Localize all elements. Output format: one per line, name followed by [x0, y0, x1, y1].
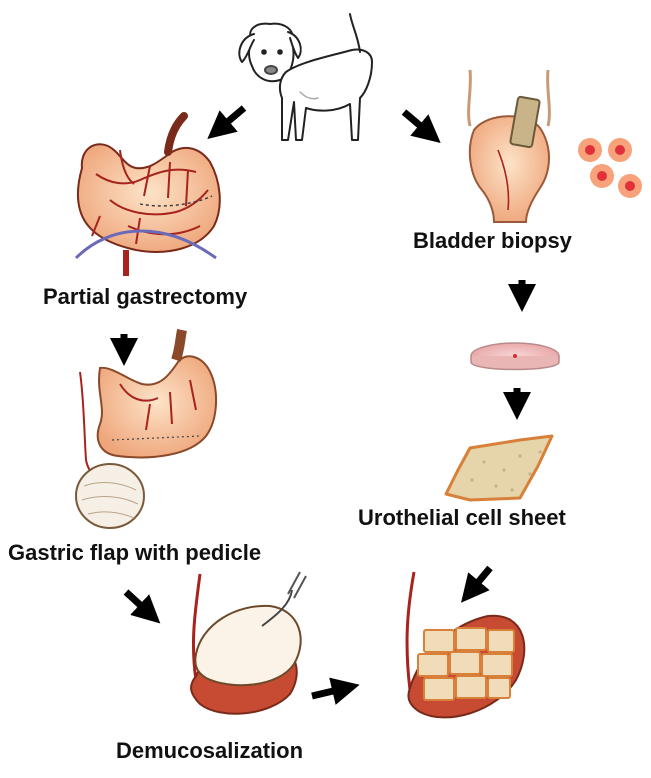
- dog-illustration: [239, 14, 372, 140]
- arrow-dog-to-bladder: [404, 112, 430, 134]
- arrow-sheet-to-graft: [470, 568, 490, 592]
- label-urothelial-cell-sheet: Urothelial cell sheet: [358, 505, 566, 531]
- final-graft-illustration: [407, 572, 524, 717]
- bladder-illustration: [469, 70, 550, 222]
- label-gastric-flap: Gastric flap with pedicle: [8, 540, 261, 566]
- label-partial-gastrectomy: Partial gastrectomy: [43, 284, 247, 310]
- urothelial-cells: [578, 138, 642, 198]
- cell: [618, 174, 642, 198]
- cell: [578, 138, 602, 162]
- culture-dish: [471, 343, 559, 370]
- arrow-dog-to-stomach: [218, 108, 244, 130]
- cell: [608, 138, 632, 162]
- arrow-demucosalization-to-graft: [312, 688, 346, 696]
- mucosa-layer: [195, 606, 300, 685]
- stomach-illustration: [76, 116, 220, 276]
- demucosalization-illustration: [191, 572, 306, 714]
- arrow-flap-to-demucosalization: [126, 592, 150, 614]
- cell-sheet-illustration: [446, 436, 552, 500]
- cell-sheet-patches: [418, 628, 514, 700]
- label-bladder-biopsy: Bladder biopsy: [413, 228, 572, 254]
- gastric-flap-illustration: [76, 330, 216, 528]
- label-demucosalization: Demucosalization: [116, 738, 303, 764]
- cell: [590, 164, 614, 188]
